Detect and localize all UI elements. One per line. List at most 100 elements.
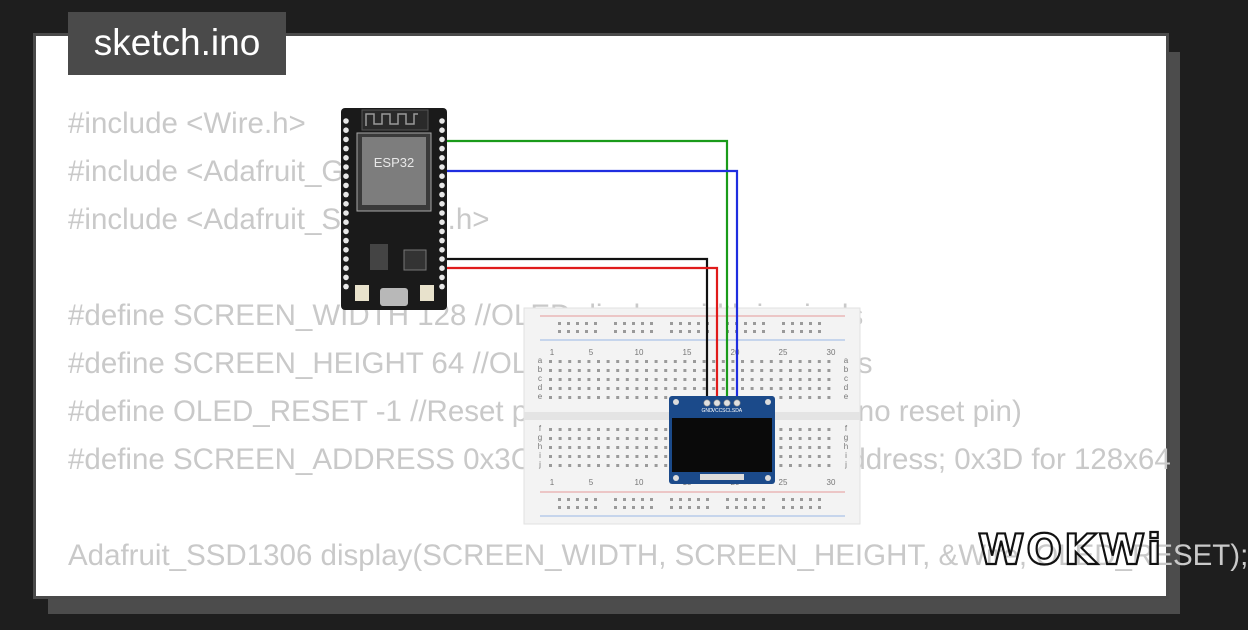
breadboard-hole	[688, 498, 691, 501]
breadboard-hole	[558, 437, 562, 440]
breadboard-hole	[683, 378, 687, 381]
esp32-pin	[343, 210, 349, 216]
breadboard-hole	[558, 369, 562, 372]
breadboard-hole	[606, 428, 610, 431]
breadboard-hole	[726, 506, 729, 509]
svg-text:WOKWi: WOKWi	[978, 525, 1163, 574]
breadboard-hole	[808, 455, 812, 458]
breadboard-hole	[731, 360, 735, 363]
breadboard-hole	[808, 360, 812, 363]
breadboard-hole	[635, 428, 639, 431]
esp32-pin	[439, 228, 445, 235]
breadboard-hole	[782, 506, 785, 509]
breadboard-hole	[789, 446, 792, 449]
breadboard-hole	[779, 428, 783, 431]
esp32-pin	[343, 201, 349, 207]
breadboard-hole	[744, 330, 747, 333]
oled-pin-label: VCC	[712, 408, 723, 414]
breadboard-row-letter: c	[844, 374, 848, 383]
esp32-pin	[343, 265, 349, 272]
breadboard-hole	[693, 378, 696, 381]
breadboard-hole	[683, 360, 687, 363]
breadboard-hole	[558, 446, 562, 449]
breadboard-hole	[616, 360, 620, 363]
breadboard-hole	[782, 322, 785, 325]
breadboard-hole	[744, 498, 747, 501]
breadboard-column-number: 10	[635, 478, 644, 487]
breadboard-hole	[664, 396, 668, 399]
breadboard-hole	[731, 378, 735, 381]
breadboard-hole	[635, 360, 639, 363]
breadboard-row-letter: j	[538, 460, 541, 469]
breadboard-hole	[558, 378, 562, 381]
breadboard-hole	[623, 506, 626, 509]
breadboard-hole	[587, 378, 591, 381]
breadboard-hole	[654, 378, 658, 381]
breadboard-hole	[558, 506, 561, 509]
breadboard-hole	[587, 446, 591, 449]
breadboard-hole	[597, 446, 600, 449]
breadboard-hole	[735, 498, 738, 501]
breadboard-hole	[753, 330, 756, 333]
breadboard-hole	[679, 322, 682, 325]
breadboard-hole	[809, 506, 812, 509]
breadboard-hole	[587, 396, 591, 399]
esp32-pin	[343, 219, 349, 225]
breadboard-hole	[625, 360, 629, 363]
breadboard-hole	[623, 322, 626, 325]
breadboard-hole	[568, 387, 572, 390]
breadboard-column-number: 15	[683, 348, 692, 357]
breadboard-hole	[641, 498, 644, 501]
breadboard-hole	[808, 396, 812, 399]
breadboard-hole	[818, 322, 821, 325]
breadboard-hole	[576, 330, 579, 333]
breadboard-hole	[789, 428, 792, 431]
breadboard-hole	[750, 360, 754, 363]
breadboard-column-number: 30	[827, 478, 836, 487]
breadboard-hole	[549, 387, 552, 390]
breadboard-hole	[635, 396, 639, 399]
breadboard-hole	[769, 369, 773, 372]
breadboard-hole	[558, 322, 561, 325]
breadboard-hole	[789, 360, 792, 363]
breadboard-hole	[632, 506, 635, 509]
breadboard-hole	[597, 428, 600, 431]
breadboard-hole	[597, 396, 600, 399]
esp32-pin	[343, 274, 349, 281]
breadboard-hole	[760, 369, 764, 372]
breadboard-hole	[789, 455, 792, 458]
breadboard-hole	[567, 506, 570, 509]
breadboard-hole	[549, 455, 552, 458]
breadboard-hole	[741, 369, 744, 372]
breadboard-hole	[576, 506, 579, 509]
breadboard-hole	[791, 506, 794, 509]
breadboard-hole	[817, 428, 821, 431]
breadboard-hole	[576, 322, 579, 325]
breadboard-hole	[567, 322, 570, 325]
breadboard-hole	[741, 387, 744, 390]
esp32-pin	[439, 118, 445, 124]
esp32-pin	[439, 145, 445, 152]
breadboard-hole	[789, 464, 792, 467]
breadboard-hole	[750, 369, 754, 372]
breadboard-hole	[577, 396, 581, 399]
breadboard-hole	[587, 437, 591, 440]
oled-pin	[703, 399, 711, 407]
breadboard-hole	[670, 330, 673, 333]
wire-sda	[441, 169, 739, 403]
breadboard-hole	[645, 387, 648, 390]
breadboard-hole	[769, 387, 773, 390]
esp32-pin	[439, 201, 445, 207]
breadboard-hole	[577, 360, 581, 363]
file-tab[interactable]: sketch.ino	[68, 12, 286, 75]
breadboard-hole	[616, 378, 620, 381]
breadboard-hole	[558, 387, 562, 390]
breadboard-hole	[808, 378, 812, 381]
breadboard-hole	[827, 378, 831, 381]
esp32-pin	[439, 283, 445, 290]
breadboard-hole	[558, 396, 562, 399]
breadboard-hole	[654, 428, 658, 431]
esp32-pin	[439, 237, 445, 244]
breadboard-hole	[577, 446, 581, 449]
breadboard-hole	[577, 369, 581, 372]
